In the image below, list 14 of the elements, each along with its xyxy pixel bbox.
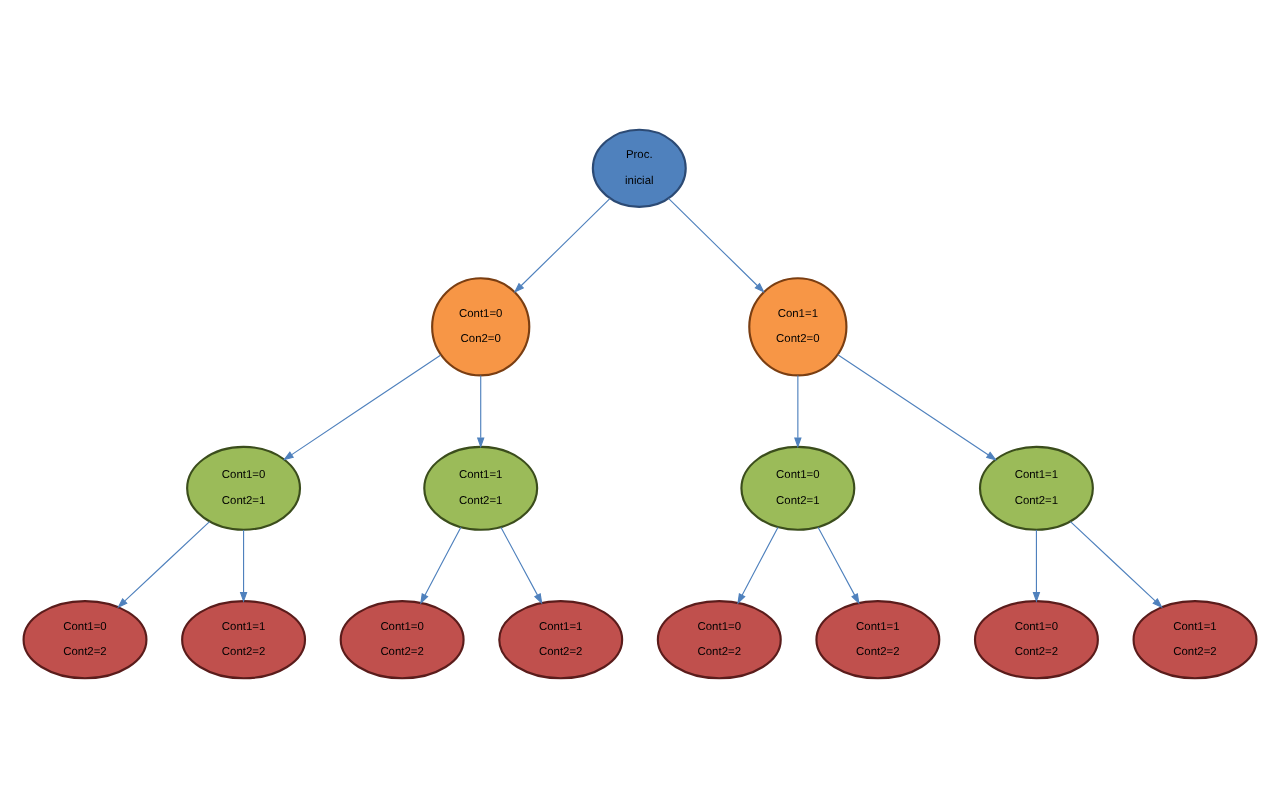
arrow [513,197,611,292]
arrow [282,353,442,460]
arrow [239,528,248,602]
arrow [420,525,462,604]
arrow [476,373,485,448]
arrow [1032,528,1041,602]
arrow [794,373,802,448]
arrow [117,520,211,608]
arrow [668,197,765,292]
arrow [500,525,543,604]
arrow [1069,520,1163,608]
arrow [817,525,860,604]
arrow [737,525,779,604]
arrow [837,353,997,460]
